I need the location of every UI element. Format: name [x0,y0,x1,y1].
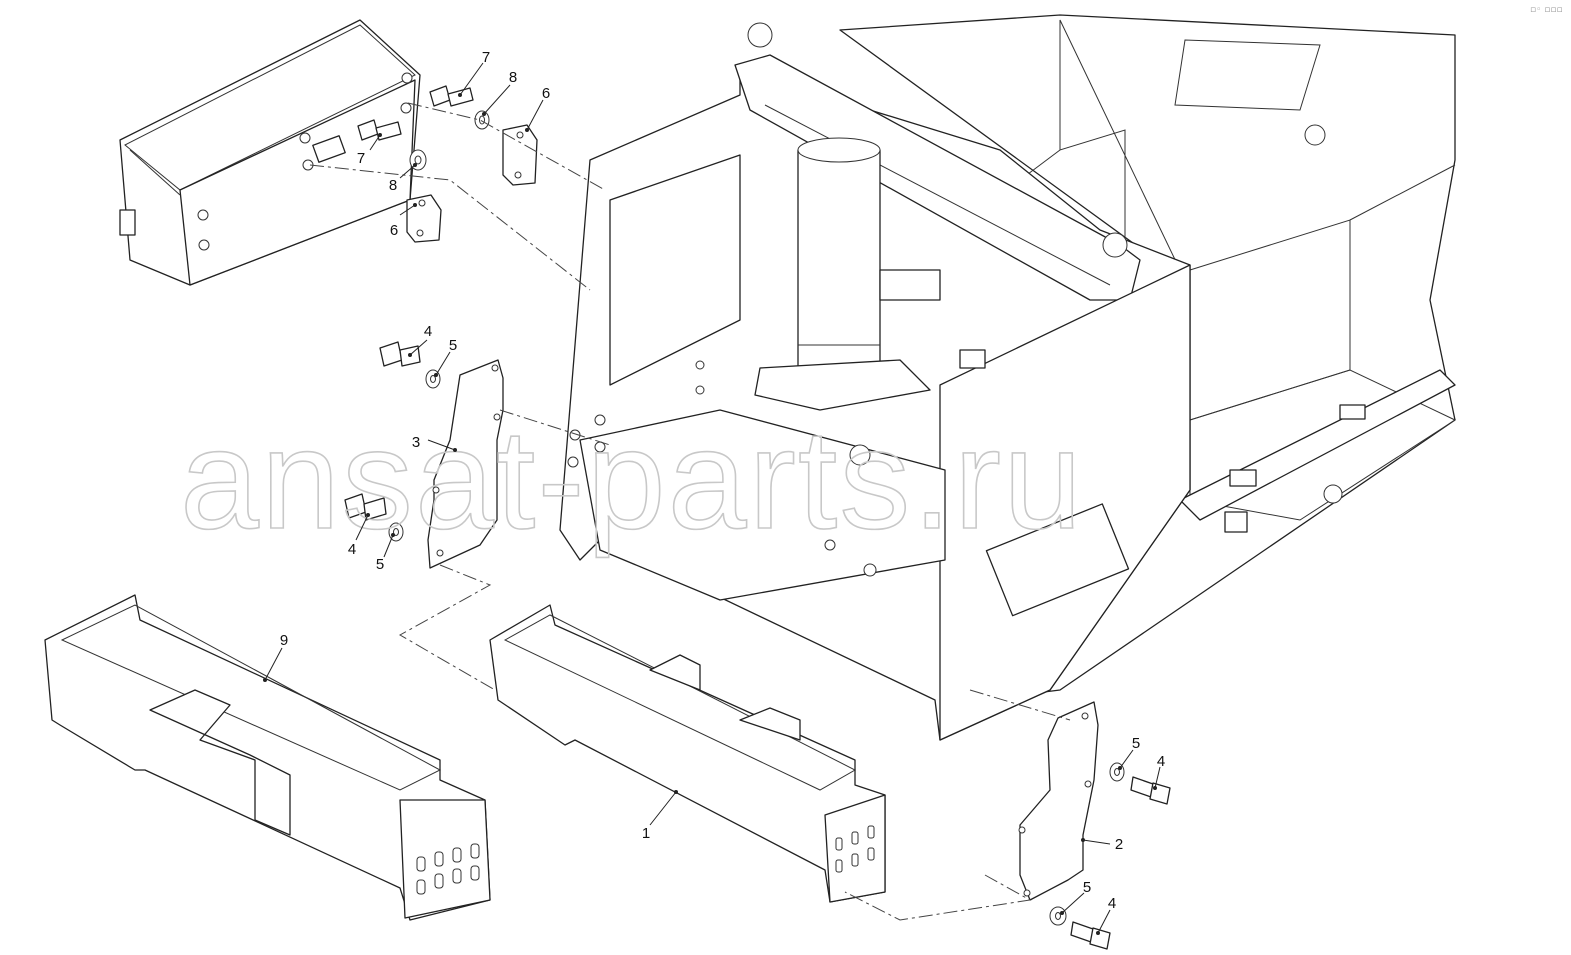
callout-9: 9 [263,632,288,682]
callout-1: 1 [642,790,678,842]
callout-5-a: 5 [434,337,457,377]
callout-4-d: 4 [1096,895,1116,935]
bolt-7-upper [429,85,474,107]
callout-8-a: 8 [482,69,517,116]
bolt-4-upper [379,341,421,367]
counterweight-1 [489,604,886,903]
callout-2: 2 [1081,836,1123,853]
callout-5-b-label: 5 [376,556,384,573]
callout-7-b: 7 [357,133,382,167]
callout-4-a: 4 [408,323,432,357]
callout-6-a-label: 6 [542,85,550,102]
bolt-4-lower [344,493,387,521]
callout-1-label: 1 [642,825,650,842]
callout-5-b: 5 [376,533,395,573]
callout-4-b: 4 [348,513,370,558]
callout-5-a-label: 5 [449,337,457,354]
callout-8-a-label: 8 [509,69,517,86]
bracket-plate-2 [1018,701,1099,901]
callout-4-b-label: 4 [348,541,356,558]
bolt-7-lower [357,119,402,141]
hinge-upper [502,124,538,186]
washer-8-upper [474,110,490,130]
callout-4-c-label: 4 [1157,753,1165,770]
callout-2-label: 2 [1115,836,1123,853]
bolt-4-plate2-upper [1130,776,1171,805]
callout-9-label: 9 [280,632,288,649]
corner-mark: ▫◦ ▫▫▫ [1530,5,1563,15]
callout-3-label: 3 [412,434,420,451]
upper-left-housing [119,19,421,286]
callout-5-c: 5 [1118,735,1140,770]
callout-7-b-label: 7 [357,150,365,167]
callout-6-b-label: 6 [390,222,398,239]
callout-6-a: 6 [525,85,550,132]
assembly-lines [309,102,1071,921]
counterweight-9 [44,594,491,921]
callout-8-b: 8 [389,163,417,194]
main-frame [559,14,1457,741]
hinge-lower [406,194,442,243]
callout-5-d: 5 [1060,879,1091,915]
bracket-plate-3 [427,359,504,569]
callout-4-d-label: 4 [1108,895,1116,912]
washer-5-plate2-lower [1049,906,1067,926]
callout-4-c: 4 [1153,753,1165,790]
callout-7-a-label: 7 [482,49,490,66]
callout-4-a-label: 4 [424,323,432,340]
callout-5-c-label: 5 [1132,735,1140,752]
watermark-text: ansat-parts.ru [180,400,1084,559]
callout-3: 3 [412,434,457,452]
callout-6-b: 6 [390,203,417,239]
bolt-4-plate2-lower [1070,921,1111,950]
callout-5-d-label: 5 [1083,879,1091,896]
callout-7-a: 7 [458,49,490,97]
callouts: 1 2 3 4 4 4 4 [263,49,1165,935]
callout-8-b-label: 8 [389,177,397,194]
